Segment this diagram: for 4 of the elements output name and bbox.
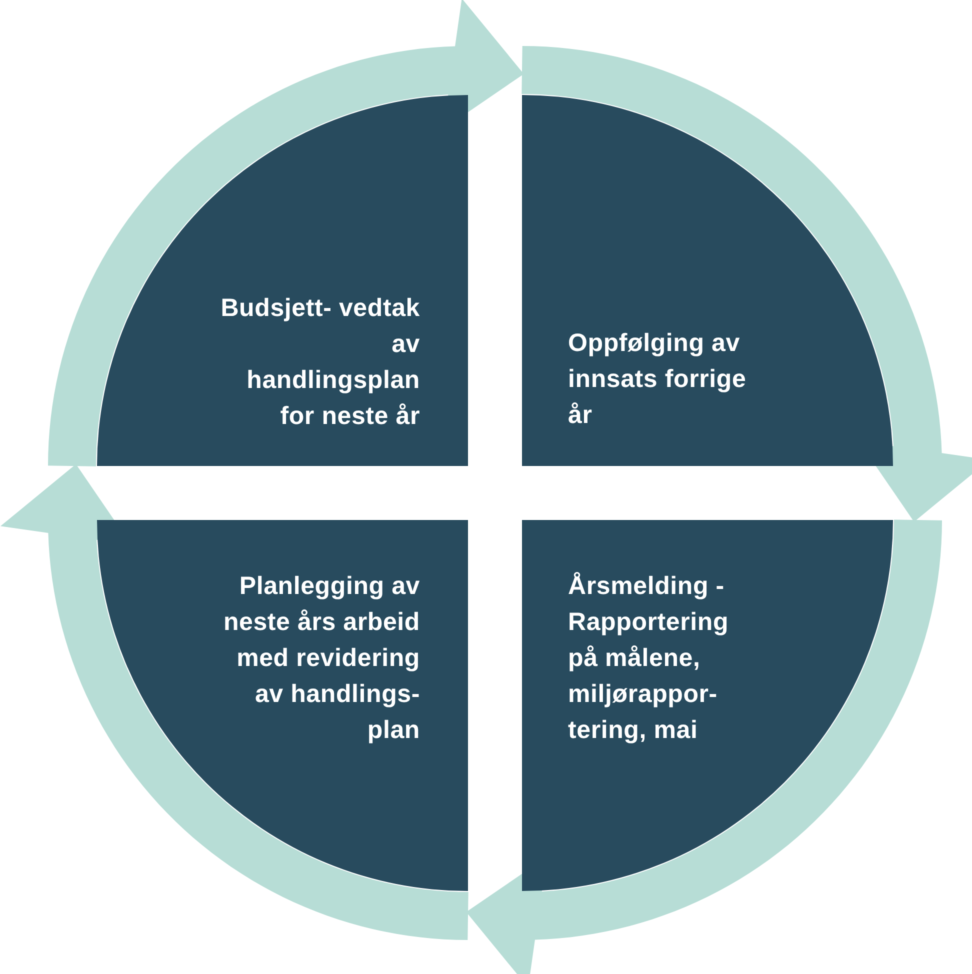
step-text: Årsmelding - Rapportering på målene, miljørappor- tering, mai xyxy=(568,571,730,746)
step-text: Budsjett- vedtak av handlingsplan for neste år xyxy=(220,293,420,432)
step-text: Planlegging av neste års arbeid med revidering av handlings- plan xyxy=(222,571,420,746)
step-text: Oppfølging av innsats forrige år xyxy=(568,328,748,431)
